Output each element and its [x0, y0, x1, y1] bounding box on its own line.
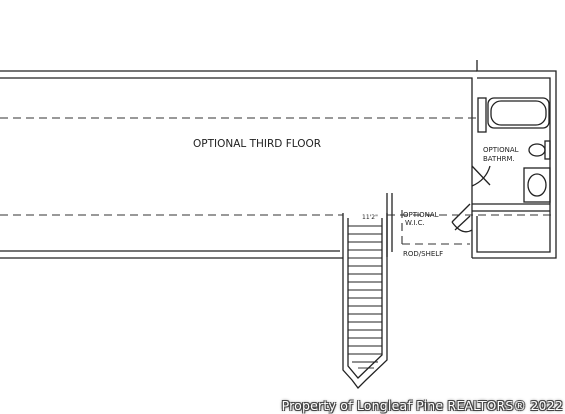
closet-door-swing — [451, 221, 473, 233]
watermark: Property of Longleaf Pine REALTORS® 2022 — [281, 398, 563, 413]
room-label-third-floor: OPTIONAL THIRD FLOOR — [193, 138, 321, 150]
room-label-bath-1: OPTIONAL — [483, 146, 519, 154]
room-label-bath-2: BATHRM. — [483, 155, 515, 163]
stair-outline — [342, 213, 388, 389]
bath-door-swing — [471, 165, 491, 187]
toilet-bowl — [528, 143, 546, 157]
closet-door — [451, 203, 471, 223]
stair-note: 11'2" — [362, 214, 378, 221]
bathtub-inner — [490, 100, 547, 126]
stair-inner — [347, 218, 383, 379]
room-label-wic-1: OPTIONAL — [403, 211, 439, 219]
toilet-tank — [544, 140, 551, 160]
rod-shelf-label: ROD/SHELF — [403, 250, 443, 258]
bath-wall-outer — [472, 60, 557, 259]
main-room-wall-top-inner — [0, 77, 473, 216]
sink-basin — [527, 173, 547, 197]
bath-door — [471, 165, 491, 186]
room-label-wic-2: W.I.C. — [405, 219, 425, 227]
bath-vanity — [477, 97, 487, 133]
bathtub — [487, 97, 550, 129]
stair-treads — [348, 225, 382, 369]
bath-wall-inner — [476, 77, 551, 253]
sink-cabinet — [523, 167, 551, 203]
